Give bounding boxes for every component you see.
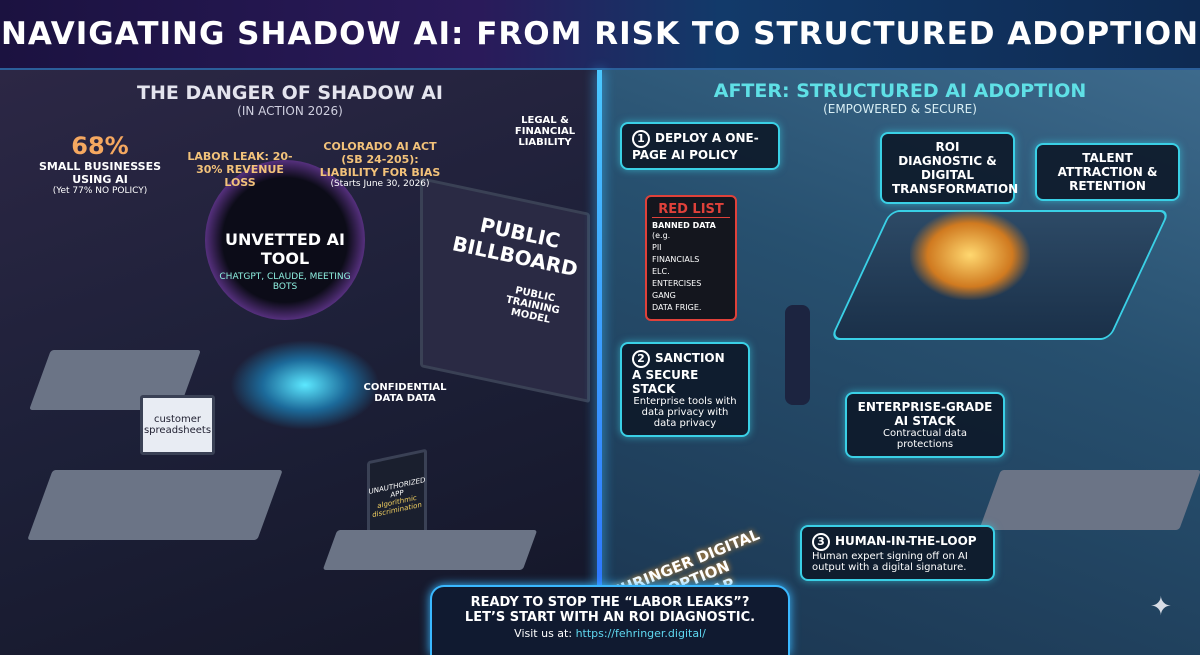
cloud-sub: CHATGPT, CLAUDE, MEETING BOTS xyxy=(219,272,351,292)
talent-box: TALENT ATTRACTION & RETENTION xyxy=(1035,143,1180,201)
cloud-label: UNVETTED AI TOOL CHATGPT, CLAUDE, MEETIN… xyxy=(215,230,355,292)
step-number: 3 xyxy=(812,533,830,551)
monitor-illustration: customer spreadsheets xyxy=(140,395,215,455)
enterprise-stack-box: ENTERPRISE-GRADE AI STACK Contractual da… xyxy=(845,392,1005,458)
title-bar: NAVIGATING SHADOW AI: FROM RISK TO STRUC… xyxy=(0,0,1200,70)
step-3-label: HUMAN-IN-THE-LOOP xyxy=(835,534,977,548)
red-list-item: FINANCIALS xyxy=(652,255,700,264)
red-list-item: PII xyxy=(652,243,662,252)
roi-diagnostic-box: ROI DIAGNOSTIC & DIGITAL TRANSFORMATION xyxy=(880,132,1018,204)
red-list-item: ENTERCISES xyxy=(652,279,702,288)
left-subheading: (IN ACTION 2026) xyxy=(237,104,343,118)
left-heading-block: THE DANGER OF SHADOW AI (IN ACTION 2026) xyxy=(120,82,460,118)
red-list-item: (e.g. xyxy=(652,231,671,240)
cta-banner: READY TO STOP THE “LABOR LEAKS”? LET’S S… xyxy=(430,585,790,655)
desk-illustration xyxy=(979,470,1200,530)
right-subheading: (EMPOWERED & SECURE) xyxy=(823,102,977,116)
cta-line-1: READY TO STOP THE “LABOR LEAKS”? xyxy=(470,595,750,610)
cloud-title: UNVETTED AI TOOL xyxy=(224,230,345,268)
left-heading: THE DANGER OF SHADOW AI xyxy=(137,82,443,104)
labor-leak: LABOR LEAK: 20-30% REVENUE LOSS xyxy=(187,150,293,189)
step-2-desc: Enterprise tools with data privacy with … xyxy=(633,396,737,429)
stat-value: 68% xyxy=(71,132,129,160)
secure-stack-illustration xyxy=(910,210,1030,300)
red-list-card: RED LIST BANNED DATA (e.g. PII FINANCIAL… xyxy=(645,195,737,321)
step-3-box: 3 HUMAN-IN-THE-LOOP Human expert signing … xyxy=(800,525,995,581)
right-heading: AFTER: STRUCTURED AI ADOPTION xyxy=(713,80,1087,102)
colorado-note: (Starts June 30, 2026) xyxy=(330,179,430,189)
red-list-item: DATA FRIGE. xyxy=(652,303,702,312)
step-2-label: SANCTION A SECURE STACK xyxy=(632,351,725,396)
desk-illustration xyxy=(27,470,283,540)
cloud-illustration xyxy=(205,160,365,320)
red-list-title: RED LIST xyxy=(652,202,730,218)
left-panel-shadow-ai: customer spreadsheets UNAUTHORIZED APP a… xyxy=(0,70,600,655)
page-title: NAVIGATING SHADOW AI: FROM RISK TO STRUC… xyxy=(0,16,1200,52)
red-list-item: ELC. xyxy=(652,267,670,276)
colorado-act: COLORADO AI ACT (SB 24-205): LIABILITY F… xyxy=(315,140,445,189)
website-link[interactable]: https://fehringer.digital/ xyxy=(575,627,706,640)
colorado-title: COLORADO AI ACT (SB 24-205): LIABILITY F… xyxy=(319,140,441,179)
step-3-desc: Human expert signing off on AI output wi… xyxy=(812,551,968,573)
stat-block: 68% SMALL BUSINESSES USING AI (Yet 77% N… xyxy=(30,132,170,196)
monitor-text: customer spreadsheets xyxy=(143,414,212,436)
right-panel-structured-adoption: FEHRINGER DIGITAL ADOPTION ROADMAP AFTER… xyxy=(599,70,1200,655)
desk-illustration xyxy=(322,530,538,570)
enterprise-label: ENTERPRISE-GRADE AI STACK xyxy=(857,400,993,428)
businessman-illustration xyxy=(785,305,810,405)
step-number: 2 xyxy=(632,350,650,368)
step-1-label: DEPLOY A ONE-PAGE AI POLICY xyxy=(632,131,759,162)
enterprise-desc: Contractual data protections xyxy=(883,428,967,450)
sparkle-icon: ✦ xyxy=(1150,592,1172,622)
vortex-illustration xyxy=(230,340,380,430)
visit-label: Visit us at: xyxy=(514,627,573,640)
cta-line-2: LET’S START WITH AN ROI DIAGNOSTIC. xyxy=(464,610,756,625)
step-number: 1 xyxy=(632,130,650,148)
red-list-items: (e.g. PII FINANCIALS ELC. ENTERCISES GAN… xyxy=(652,230,730,314)
red-list-sub: BANNED DATA xyxy=(652,221,716,230)
right-heading-block: AFTER: STRUCTURED AI ADOPTION (EMPOWERED… xyxy=(710,80,1090,116)
red-list-item: GANG xyxy=(652,291,676,300)
confidential-data: CONFIDENTIAL DATA DATA xyxy=(363,382,447,404)
cta-visit: Visit us at: https://fehringer.digital/ xyxy=(432,627,788,640)
legal-liability: LEGAL & FINANCIAL LIABILITY xyxy=(514,115,576,148)
stat-label: SMALL BUSINESSES USING AI xyxy=(38,160,162,186)
panel-divider xyxy=(597,70,602,655)
stat-note: (Yet 77% NO POLICY) xyxy=(52,186,148,196)
